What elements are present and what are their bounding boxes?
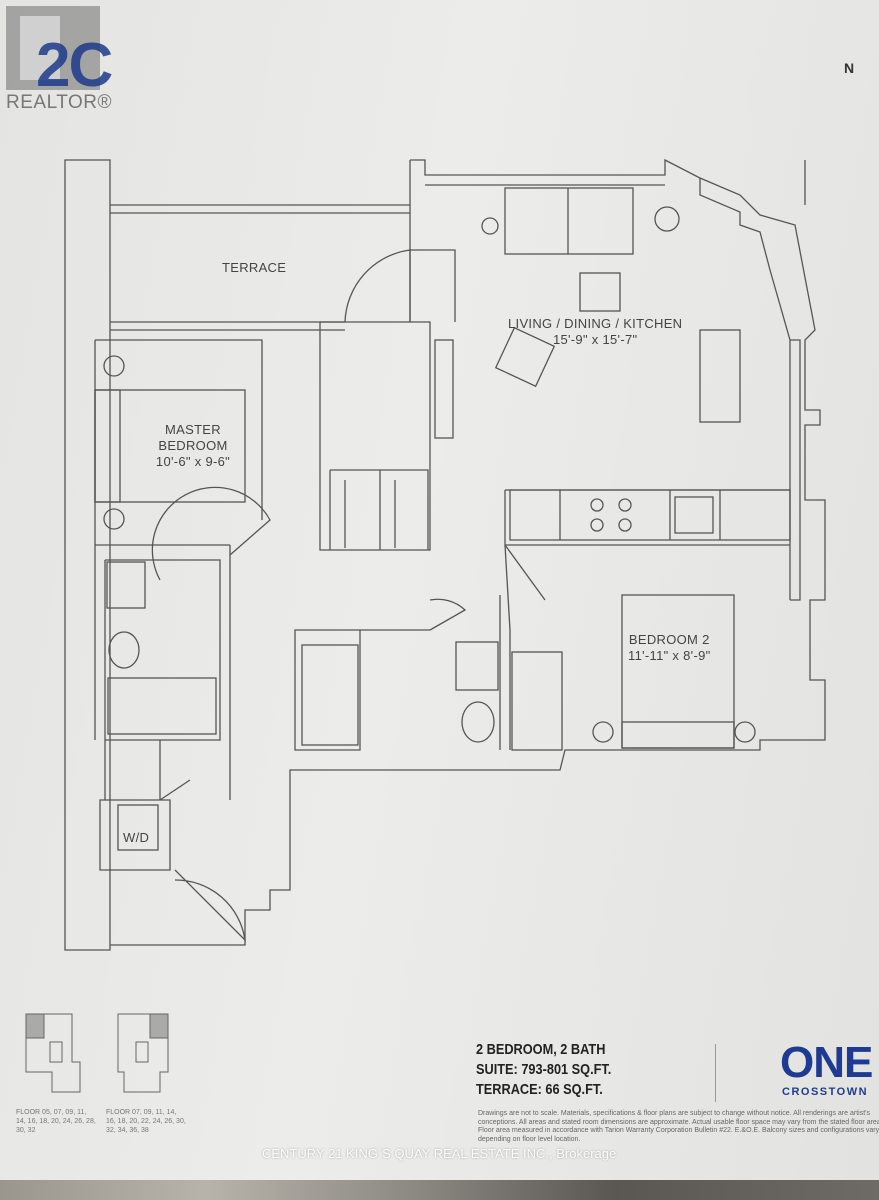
north-arrow: N — [844, 60, 855, 76]
plant — [654, 206, 680, 232]
kitchen-sink — [674, 496, 714, 534]
countertop-background — [0, 1180, 879, 1200]
cooktop — [590, 498, 604, 512]
toilet — [108, 631, 140, 669]
brokerage-watermark: CENTURY 21 KING`S QUAY REAL ESTATE INC.,… — [262, 1146, 617, 1161]
room-dims: 15'-9" x 15'-7" — [552, 332, 638, 347]
suite-area: SUITE: 793-801 SQ.FT. — [476, 1061, 612, 1078]
room-label-master: MASTER BEDROOM 10'-6" x 9-6" — [155, 422, 231, 470]
vanity — [106, 561, 146, 609]
terrace-door — [344, 249, 456, 323]
room-name: BEDROOM 2 — [628, 632, 710, 647]
floor-lamp — [481, 217, 499, 235]
dining-table — [699, 329, 741, 423]
room-label-wd: W/D — [123, 830, 150, 845]
realtor-logo: REALTOR® — [2, 2, 112, 120]
terrace-area: TERRACE: 66 SQ.FT. — [476, 1081, 603, 1098]
washer-dryer — [117, 804, 159, 851]
room-name: LIVING / DINING / KITCHEN — [508, 316, 683, 331]
room-name: MASTER BEDROOM — [158, 422, 228, 453]
nightstand — [103, 355, 125, 377]
window — [425, 184, 801, 601]
suite-type: 2 BEDROOM, 2 BATH — [476, 1041, 606, 1058]
realtor-text: REALTOR® — [6, 92, 112, 113]
project-logo-sub: CROSSTOWN — [782, 1086, 869, 1098]
coffee-table — [579, 272, 621, 312]
bed-2 — [621, 594, 735, 749]
suite-info: 2 BEDROOM, 2 BATH SUITE: 793-801 SQ.FT. … — [476, 1040, 611, 1100]
key-plan-2 — [117, 1013, 169, 1093]
nightstand — [592, 721, 614, 743]
divider — [715, 1044, 716, 1102]
shower-2 — [301, 644, 359, 746]
fridge — [434, 339, 454, 439]
room-label-bedroom2: BEDROOM 2 11'-11" x 8'-9" — [628, 632, 711, 664]
room-dims: 11'-11" x 8'-9" — [628, 648, 711, 663]
sofa — [504, 187, 634, 255]
key-plan-2-floors: FLOOR 07, 09, 11, 14, 16, 18, 20, 22, 24… — [106, 1109, 186, 1134]
wardrobe — [511, 651, 563, 751]
vanity-2 — [455, 641, 499, 691]
key-plan-1-floors: FLOOR 05, 07, 09, 11, 14, 16, 18, 20, 24… — [16, 1109, 96, 1134]
key-plan-1 — [25, 1013, 81, 1093]
project-logo: ONE — [780, 1038, 873, 1087]
terrace-railing — [110, 321, 345, 331]
unit-outline — [110, 158, 826, 946]
exterior-wall — [64, 159, 410, 951]
room-label-living: LIVING / DINING / KITCHEN 15'-9" x 15'-7… — [508, 316, 682, 348]
toilet-2 — [461, 701, 495, 743]
interior-walls — [94, 321, 790, 871]
room-dims: 10'-6" x 9-6" — [155, 454, 231, 469]
disclaimer: Drawings are not to scale. Materials, sp… — [478, 1110, 879, 1143]
shower — [107, 677, 217, 735]
brand-logo: 2C — [36, 31, 113, 100]
door-swing — [151, 486, 546, 942]
chair — [494, 326, 556, 388]
kitchen-counter — [509, 489, 791, 541]
room-label-terrace: TERRACE — [222, 260, 287, 275]
closet — [329, 469, 429, 550]
